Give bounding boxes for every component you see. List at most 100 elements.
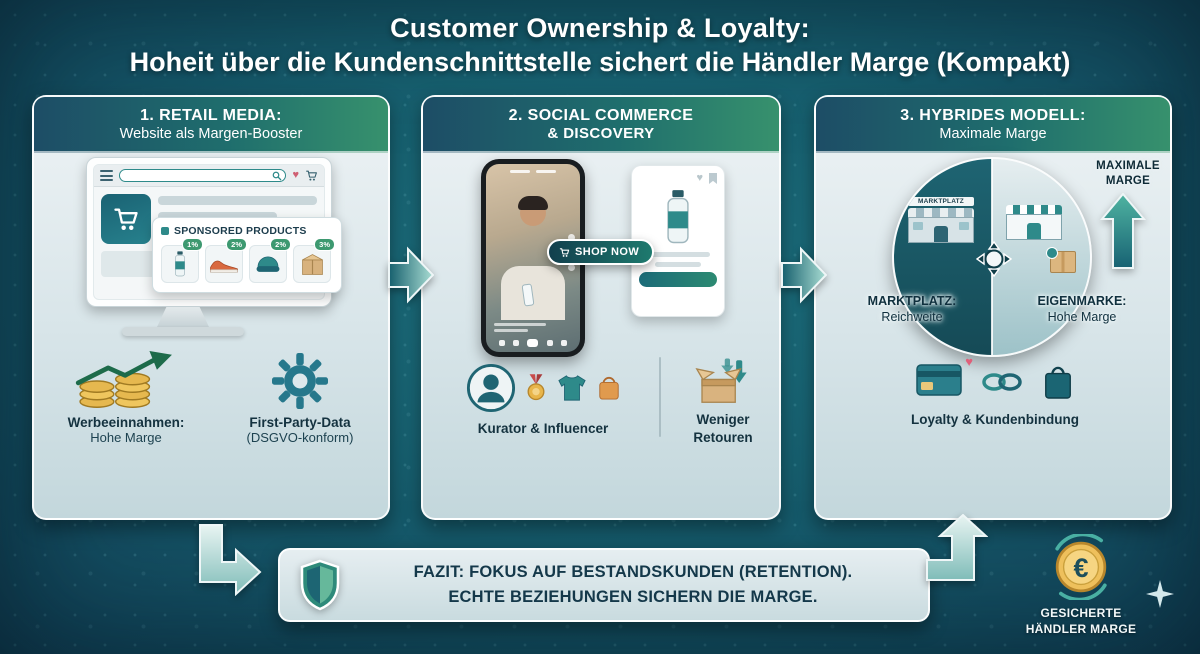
own-brand-caption-title: EIGENMARKE:: [1037, 294, 1127, 308]
marketplace-caption: MARKTPLATZ: Reichweite: [842, 293, 982, 326]
shop-now-label: SHOP NOW: [575, 246, 640, 258]
margin-badge: 2%: [226, 238, 247, 251]
medal-icon: [527, 374, 544, 401]
panel-hybrid-model: 3. HYBRIDES MODELL: Maximale Marge MARKT…: [814, 95, 1172, 520]
first-party-data-title: First-Party-Data: [249, 415, 351, 430]
gear-icon: [272, 353, 328, 409]
stat-first-party-data: First-Party-Data (DSGVO-konform): [216, 349, 384, 445]
panel2-header-line2: & DISCOVERY: [547, 124, 655, 142]
product-price-placeholder: [655, 262, 701, 267]
flow-arrow-up: [926, 514, 988, 581]
loyalty-card-wrap: ♥: [916, 355, 973, 401]
returns-box-illustration: [671, 355, 775, 411]
own-brand-store-icon: [1006, 203, 1062, 240]
gear-illustration: [216, 349, 384, 413]
coins-and-arrow-icon: [75, 351, 172, 408]
margin-badge: 2%: [270, 238, 291, 251]
conclusion-banner: FAZIT: FOKUS AUF BESTANDSKUNDEN (RETENTI…: [278, 548, 930, 622]
panel-retail-media: 1. RETAIL MEDIA: Website als Margen-Boos…: [32, 95, 390, 520]
panel1-body: ♥: [34, 153, 388, 520]
vertical-divider: [659, 357, 661, 437]
buy-button-placeholder: [639, 272, 717, 287]
own-brand-caption-sub: Hohe Marge: [1047, 310, 1117, 325]
influencer-head: [518, 196, 548, 226]
margin-badge: 3%: [314, 238, 335, 251]
bottle-icon: [175, 251, 185, 277]
panel1-header-line1: 1. RETAIL MEDIA:: [140, 106, 282, 124]
stat-ad-revenue: Werbeeinnahmen: Hohe Marge: [42, 349, 210, 445]
bottle-icon: [667, 190, 689, 244]
product-tile-beanie: 2%: [249, 238, 291, 283]
panel3-header: 3. HYBRIDES MODELL: Maximale Marge: [816, 97, 1170, 153]
search-icon: [273, 171, 282, 180]
euro-symbol: €: [1073, 552, 1089, 583]
euro-coin-illustration: €: [1048, 532, 1114, 602]
marketplace-building: [908, 217, 974, 243]
parcel-box-icon: [301, 253, 323, 275]
own-brand-building: [1006, 214, 1062, 240]
panel3-header-line1: 3. HYBRIDES MODELL:: [900, 106, 1086, 124]
secured-margin-line1: GESICHERTE: [1040, 606, 1122, 620]
flow-arrow-right-2: [781, 246, 827, 304]
conclusion-line2: ECHTE BEZIEHUNGEN SICHERN DIE MARGE.: [448, 588, 818, 606]
shop-now-button: SHOP NOW: [547, 239, 655, 265]
panel-social-commerce: 2. SOCIAL COMMERCE & DISCOVERY: [421, 95, 781, 520]
maximum-margin-line2: MARGE: [1105, 174, 1151, 187]
euro-coin-icon: [1055, 532, 1107, 602]
secured-margin-line2: HÄNDLER MARGE: [1025, 622, 1137, 637]
curator-icons-row: [439, 359, 647, 417]
sponsored-products-title: SPONSORED PRODUCTS: [161, 225, 333, 237]
cart-icon: [114, 208, 138, 230]
sponsored-products-card: SPONSORED PRODUCTS 1% 2%: [152, 217, 342, 293]
panel2-header-line1: 2. SOCIAL COMMERCE: [508, 106, 694, 124]
wishlist-heart-icon: ♥: [292, 169, 299, 181]
loyalty-label: Loyalty & Kundenbindung: [911, 412, 1079, 427]
curator-influencer-label: Kurator & Influencer: [477, 421, 609, 436]
tote-bag-icon: [1045, 366, 1071, 399]
curator-person-icon: [466, 363, 515, 413]
chain-link-icon: [982, 373, 1022, 391]
margin-badge: 1%: [182, 238, 203, 251]
panel1-header: 1. RETAIL MEDIA: Website als Margen-Boos…: [34, 97, 388, 153]
product-image: [639, 188, 717, 246]
own-brand-caption: EIGENMARKE: Hohe Marge: [1012, 293, 1152, 326]
curator-influencer-group: Kurator & Influencer: [439, 359, 647, 436]
maximum-margin-line1: MAXIMALE: [1096, 160, 1160, 172]
flow-arrow-right-1: [388, 246, 434, 304]
favorite-heart-icon: ♥: [696, 172, 703, 184]
panel2-body: SHOP NOW ♥: [423, 153, 779, 520]
monitor-stand-neck: [157, 307, 209, 327]
marketplace-awning: [908, 208, 974, 217]
hybrid-model-circle: MARKTPLATZ: [892, 157, 1092, 357]
secured-margin-label: GESICHERTE HÄNDLER MARGE: [1016, 605, 1146, 637]
fewer-returns-line2: Retouren: [693, 429, 753, 445]
panel1-header-line2: Website als Margen-Booster: [119, 125, 303, 142]
marketplace-caption-title: MARKTPLATZ:: [867, 294, 957, 308]
product-title-placeholder: [646, 252, 710, 257]
monitor-stand-base: [122, 327, 244, 336]
page-title: Customer Ownership & Loyalty: Hoheit übe…: [0, 13, 1200, 78]
shirt-icon: [557, 375, 586, 401]
credit-card-icon: [916, 363, 962, 396]
ad-revenue-sub: Hohe Marge: [90, 430, 162, 445]
sponsored-products-row: 1% 2%: [161, 238, 335, 283]
secured-margin-group: € GESICHERTE HÄNDLER MARGE: [1016, 532, 1146, 637]
phone-nav-bar: [486, 339, 580, 347]
product-card-icons: ♥: [639, 173, 717, 184]
shopping-bag-icon: [598, 377, 619, 400]
influencer-torso: [501, 266, 565, 320]
own-brand-door: [1027, 223, 1041, 239]
panel2-header: 2. SOCIAL COMMERCE & DISCOVERY: [423, 97, 779, 153]
shield-icon: [300, 559, 340, 611]
tag-icon: [161, 227, 169, 235]
search-bar: [119, 169, 287, 182]
marketplace-store-icon: MARKTPLATZ: [908, 197, 974, 243]
product-tile-bottle: 1%: [161, 238, 203, 283]
own-brand-parcel-icon: [1046, 247, 1076, 273]
marketplace-half: [894, 159, 992, 355]
cart-icon: [306, 170, 317, 181]
hamburger-menu-icon: [100, 168, 113, 184]
maximum-margin-label: MAXIMALE MARGE: [1082, 159, 1174, 189]
marketplace-sign: MARKTPLATZ: [908, 197, 974, 206]
